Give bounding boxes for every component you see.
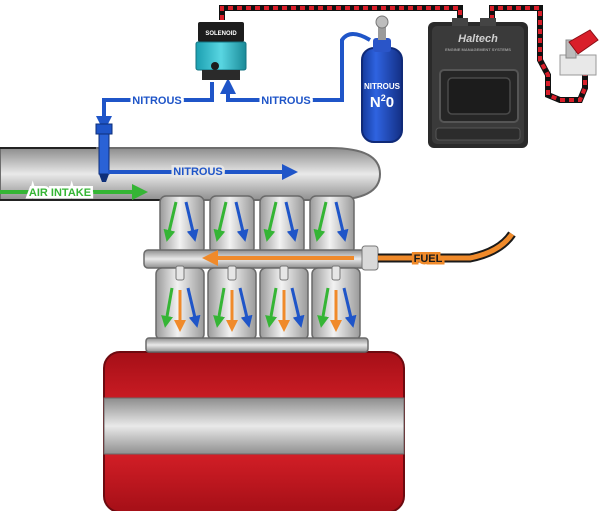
ecu-brand-label: Haltech <box>458 33 498 45</box>
fuel-label: FUEL <box>414 253 443 265</box>
fuel-line <box>378 231 516 263</box>
ecu-icon: Haltech ENGINE MANAGEMENT SYSTEMS <box>428 18 528 148</box>
upper-runner-flow-arrows <box>163 201 349 242</box>
nitrous-feed-line <box>220 32 372 102</box>
nitrous-manifold-label: NITROUS <box>173 166 223 178</box>
arming-switch-icon <box>559 29 599 76</box>
nitrous-label-right: NITROUS <box>261 95 311 107</box>
ecu-sub-label: ENGINE MANAGEMENT SYSTEMS <box>445 47 511 52</box>
nitrous-nozzle-line <box>96 82 214 132</box>
solenoid-label: SOLENOID <box>205 31 237 37</box>
nitrous-label-left: NITROUS <box>132 95 182 107</box>
nitrous-bottle-icon: NITROUS N20 <box>361 15 403 143</box>
bottle-formula-label: N20 <box>370 93 394 111</box>
bottle-nitrous-label: NITROUS <box>364 82 401 91</box>
air-intake-label: AIR INTAKE <box>29 187 91 199</box>
wiring-harness <box>219 5 588 103</box>
engine-block <box>103 351 405 511</box>
lower-runner-flow-arrows <box>161 287 357 332</box>
solenoid-icon: SOLENOID <box>195 22 247 80</box>
nitrous-nozzle <box>95 123 113 182</box>
